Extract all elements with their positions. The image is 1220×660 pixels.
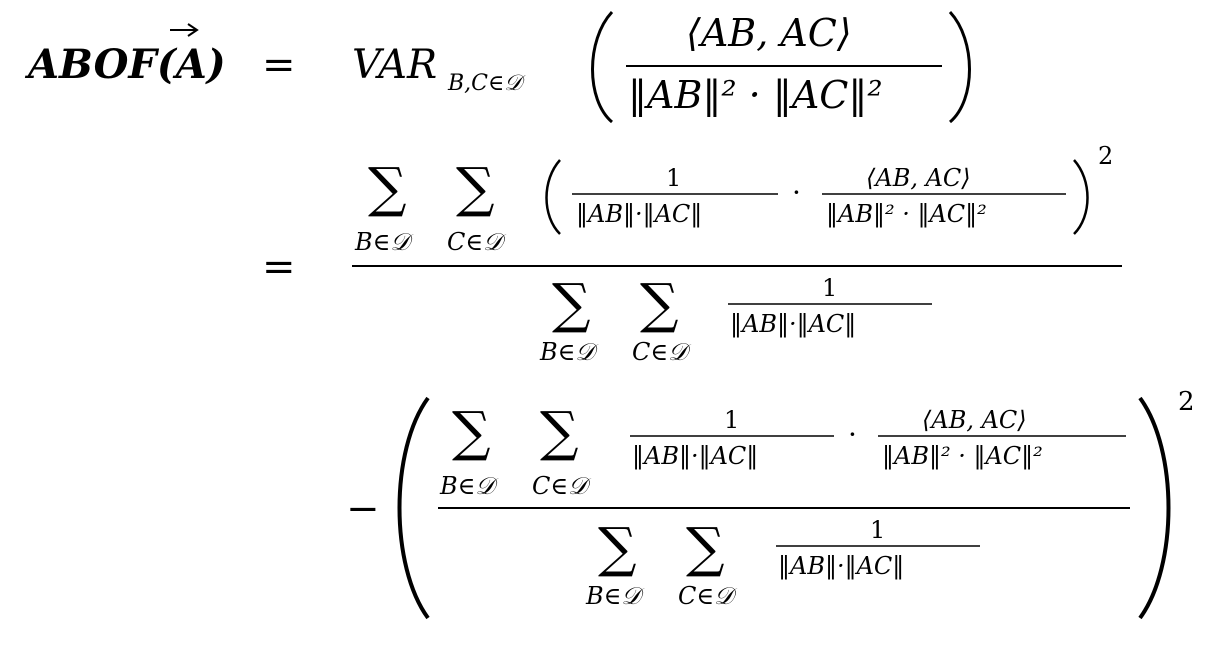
weight-norms: ‖AB‖·‖AC‖ bbox=[632, 442, 758, 471]
right-paren-icon bbox=[1073, 159, 1089, 235]
var-squared-norms: ‖AB‖² · ‖AC‖² bbox=[628, 73, 883, 117]
big-left-paren-icon bbox=[397, 396, 430, 620]
squared-weighted-mean: ∑ B∈𝒟 ∑ C∈𝒟 1 ‖AB‖·‖AC‖ · ⟨AB, AC⟩ ‖AB‖²… bbox=[397, 387, 1195, 620]
sum-sign-b: ∑ bbox=[552, 272, 591, 335]
sum-index-b: B∈𝒟 bbox=[439, 472, 499, 500]
equals-sign-2: = bbox=[262, 244, 296, 290]
weight-norms: ‖AB‖·‖AC‖ bbox=[778, 552, 904, 581]
weight-one: 1 bbox=[724, 406, 739, 434]
dot-operator: · bbox=[792, 176, 801, 209]
var-operator: VAR bbox=[352, 42, 437, 88]
variance-term: VAR B,C∈𝒟 ⟨AB, AC⟩ ‖AB‖² · ‖AC‖² bbox=[352, 10, 971, 124]
weight-norms: ‖AB‖·‖AC‖ bbox=[576, 200, 702, 229]
sum-sign-c: ∑ bbox=[540, 400, 579, 463]
weight-norms: ‖AB‖·‖AC‖ bbox=[730, 310, 856, 339]
minus-sign: − bbox=[346, 486, 380, 532]
weighted-mean-of-squares: ∑ B∈𝒟 ∑ C∈𝒟 1 ‖AB‖·‖AC‖ · ⟨AB, AC⟩ ‖AB‖²… bbox=[352, 142, 1122, 366]
equals-sign-1: = bbox=[262, 42, 296, 88]
cosine-squared-norms: ‖AB‖² · ‖AC‖² bbox=[826, 200, 987, 229]
sum-index-c: C∈𝒟 bbox=[678, 582, 738, 610]
sum-index-b: B∈𝒟 bbox=[585, 582, 645, 610]
var-subscript: B,C∈𝒟 bbox=[447, 71, 526, 96]
sum-sign-b: ∑ bbox=[452, 400, 491, 463]
sum-index-b: B∈𝒟 bbox=[539, 338, 599, 366]
big-right-paren-icon bbox=[1138, 396, 1171, 620]
weight-one: 1 bbox=[666, 164, 681, 192]
exponent-two: 2 bbox=[1098, 142, 1113, 170]
sum-index-c: C∈𝒟 bbox=[447, 228, 507, 256]
cosine-inner-product: ⟨AB, AC⟩ bbox=[922, 406, 1027, 434]
left-paren-icon bbox=[591, 10, 614, 124]
sum-sign-c: ∑ bbox=[686, 516, 725, 579]
weight-one: 1 bbox=[870, 516, 885, 544]
cosine-inner-product: ⟨AB, AC⟩ bbox=[866, 164, 971, 192]
right-paren-icon bbox=[948, 10, 971, 124]
sum-index-c: C∈𝒟 bbox=[632, 338, 692, 366]
sum-sign-b: ∑ bbox=[368, 156, 407, 219]
vector-arrow-icon bbox=[170, 23, 199, 37]
sum-sign-c: ∑ bbox=[640, 272, 679, 335]
cosine-squared-norms: ‖AB‖² · ‖AC‖² bbox=[882, 442, 1043, 471]
sum-index-b: B∈𝒟 bbox=[354, 228, 414, 256]
sum-sign-c: ∑ bbox=[456, 156, 495, 219]
left-paren-icon bbox=[545, 159, 561, 235]
abof-label: ABOF(A) bbox=[24, 41, 226, 88]
exponent-two: 2 bbox=[1178, 387, 1195, 417]
dot-operator: · bbox=[848, 418, 857, 451]
var-inner-product: ⟨AB, AC⟩ bbox=[686, 11, 852, 55]
sum-index-c: C∈𝒟 bbox=[532, 472, 592, 500]
lhs-abof: ABOF(A) bbox=[24, 23, 226, 88]
sum-sign-b: ∑ bbox=[598, 516, 637, 579]
weight-one: 1 bbox=[822, 274, 837, 302]
